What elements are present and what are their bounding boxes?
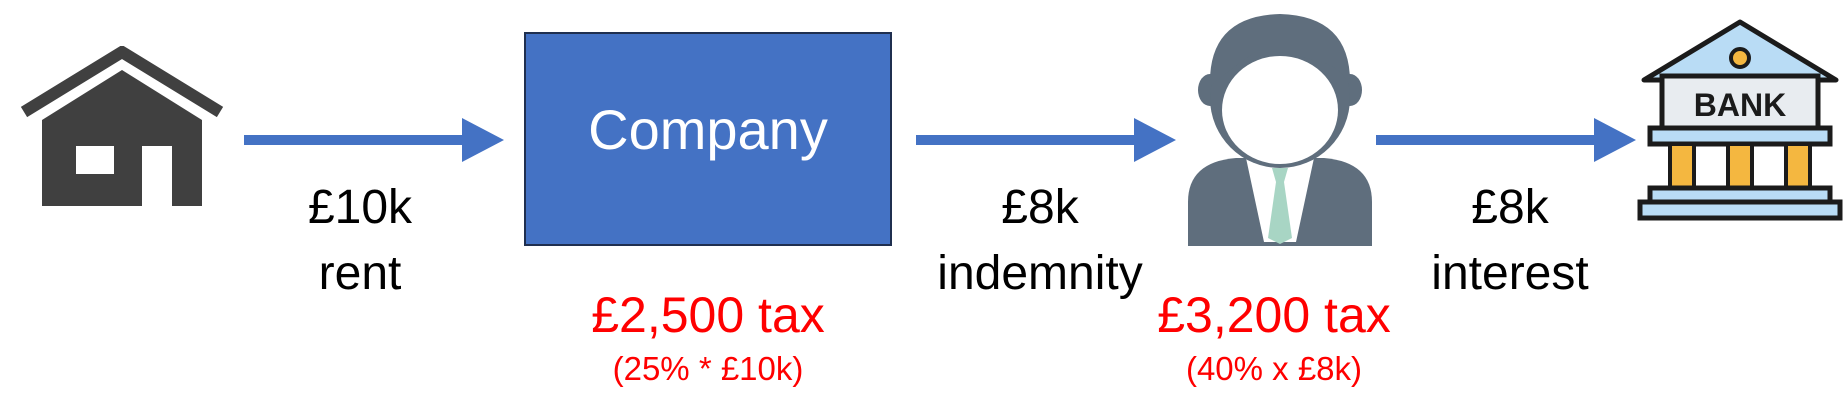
- flow-rent-label: rent: [318, 247, 402, 300]
- person-tax-amount: £3,200 tax: [1157, 287, 1391, 343]
- flow-interest-amount: £8k: [1471, 181, 1549, 234]
- company-tax-amount: £2,500 tax: [591, 287, 825, 343]
- flow-rent-amount: £10k: [307, 181, 413, 234]
- flow-interest-label: interest: [1431, 247, 1589, 300]
- bank-sign-text: BANK: [1694, 87, 1786, 123]
- company-label: Company: [588, 97, 828, 161]
- businessman-icon: [1188, 14, 1372, 246]
- company-box: Company: [524, 32, 892, 246]
- company-tax-calc: (25% * £10k): [612, 350, 804, 387]
- arrow-interest: [1376, 118, 1636, 162]
- flow-indemnity-label: indemnity: [937, 247, 1143, 300]
- house-icon: [20, 46, 224, 206]
- person-tax-calc: (40% x £8k): [1185, 350, 1363, 387]
- arrow-rent: [244, 118, 504, 162]
- arrow-indemnity: [916, 118, 1176, 162]
- bank-icon: BANK: [1637, 19, 1843, 221]
- flow-indemnity-amount: £8k: [1001, 181, 1079, 234]
